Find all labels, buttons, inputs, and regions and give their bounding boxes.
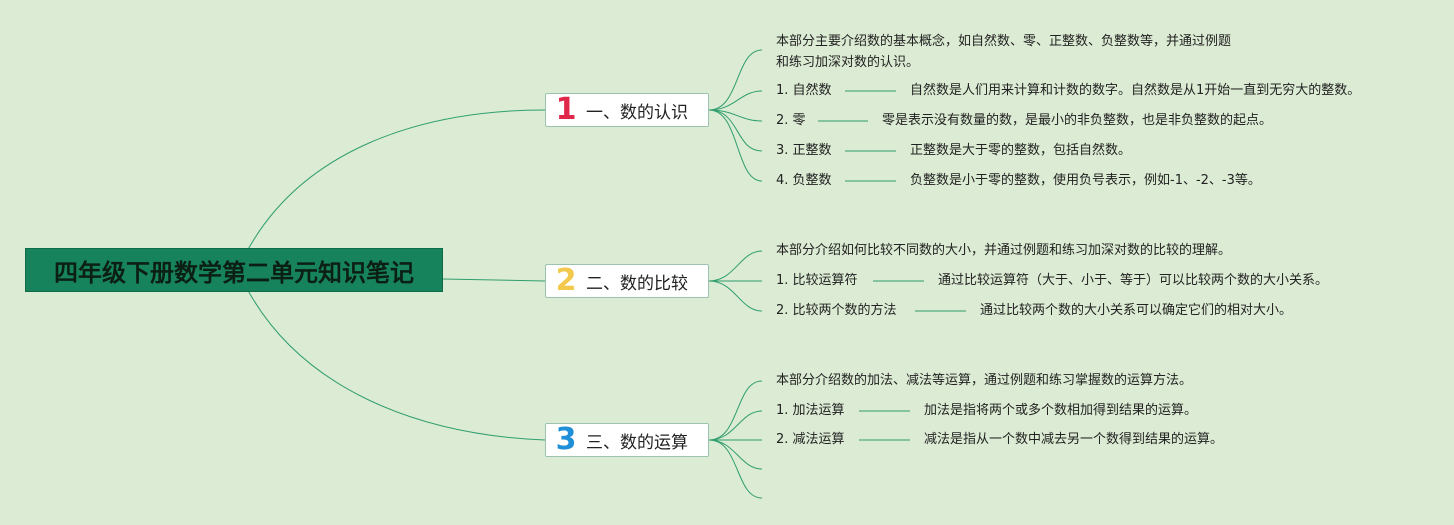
branch-number-operations[interactable]: 3 三、数的运算 <box>545 423 709 457</box>
item-description: 减法是指从一个数中减去另一个数得到结果的运算。 <box>924 432 1224 447</box>
link-root-branch1 <box>244 109 546 256</box>
item-description: 通过比较运算符（大于、小于、等于）可以比较两个数的大小关系。 <box>938 273 1329 288</box>
item-label: 4. 负整数 <box>776 173 832 188</box>
link-b2-summary <box>708 250 763 282</box>
branch-title: 二、数的比较 <box>586 273 688 294</box>
item-description: 零是表示没有数量的数，是最小的非负整数，也是非负整数的起点。 <box>882 113 1273 128</box>
number-badge-3: 3 <box>555 422 577 457</box>
item-description: 通过比较两个数的大小关系可以确定它们的相对大小。 <box>980 303 1293 318</box>
branch-number-recognition[interactable]: 1 一、数的认识 <box>545 93 709 127</box>
item-label: 2. 零 <box>776 113 806 128</box>
link-b1-item1 <box>708 90 763 111</box>
link-b3-item1 <box>708 410 763 441</box>
root-title: 四年级下册数学第二单元知识笔记 <box>54 258 414 287</box>
link-b1-item3 <box>708 109 763 152</box>
number-badge-2: 2 <box>555 263 577 298</box>
link-b1-item4 <box>708 109 763 182</box>
root-topic[interactable]: 四年级下册数学第二单元知识笔记 <box>25 248 443 292</box>
item-description: 负整数是小于零的整数，使用负号表示，例如-1、-2、-3等。 <box>910 173 1261 188</box>
section3-summary: 本部分介绍数的加法、减法等运算，通过例题和练习掌握数的运算方法。 <box>776 373 1193 388</box>
branch-title: 一、数的认识 <box>586 102 688 123</box>
link-b3-empty2 <box>708 439 763 499</box>
number-badge-1: 1 <box>555 92 577 127</box>
item-label: 1. 自然数 <box>776 83 832 98</box>
link-root-branch3 <box>244 284 546 441</box>
item-description: 正整数是大于零的整数，包括自然数。 <box>910 143 1132 158</box>
item-label: 3. 正整数 <box>776 143 832 158</box>
link-b3-summary <box>708 380 763 441</box>
branch-title: 三、数的运算 <box>586 432 688 453</box>
item-label: 1. 加法运算 <box>776 403 845 418</box>
item-description: 加法是指将两个或多个数相加得到结果的运算。 <box>924 403 1198 418</box>
item-label: 1. 比较运算符 <box>776 273 858 288</box>
link-root-branch2 <box>442 278 546 282</box>
branch-number-comparison[interactable]: 2 二、数的比较 <box>545 264 709 298</box>
link-b1-summary <box>708 49 763 111</box>
section2-summary: 本部分介绍如何比较不同数的大小，并通过例题和练习加深对数的比较的理解。 <box>776 243 1232 258</box>
section1-summary: 本部分主要介绍数的基本概念，如自然数、零、正整数、负整数等，并通过例题 和练习加… <box>776 34 1232 70</box>
item-label: 2. 比较两个数的方法 <box>776 303 897 318</box>
item-label: 2. 减法运算 <box>776 432 845 447</box>
item-description: 自然数是人们用来计算和计数的数字。自然数是从1开始一直到无穷大的整数。 <box>910 83 1361 98</box>
link-b2-item2 <box>708 280 763 312</box>
